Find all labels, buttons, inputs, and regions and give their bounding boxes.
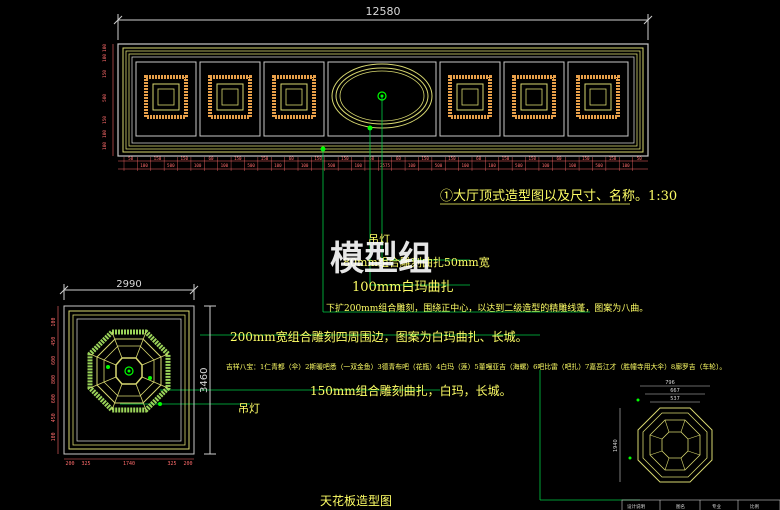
top-ceiling-plan: 12580 bbox=[102, 5, 653, 171]
note-100mm: 100mm白玛曲扎 bbox=[352, 279, 453, 295]
dim-label: 500 bbox=[435, 163, 443, 168]
title-block: 设计说明 图名 专业 比例 bbox=[621, 499, 780, 510]
dim-label: 200 bbox=[183, 461, 192, 467]
octagon-detail: 796 667 537 1940 bbox=[613, 380, 713, 483]
dim-label: 100 bbox=[354, 163, 362, 168]
dim-label: 450 bbox=[51, 413, 57, 422]
dim-label: 100 bbox=[569, 163, 577, 168]
svg-text:796: 796 bbox=[665, 380, 675, 386]
watermark: 模型组 bbox=[330, 239, 432, 279]
svg-text:150: 150 bbox=[102, 116, 108, 124]
svg-text:667: 667 bbox=[670, 388, 680, 394]
dim-label: 150 bbox=[609, 156, 617, 161]
dim-label: 500 bbox=[595, 163, 603, 168]
dim-label: 150 bbox=[341, 156, 349, 161]
dim-label: 325 bbox=[167, 461, 176, 467]
dim-label: 100 bbox=[221, 163, 229, 168]
top-plan-title: ①大厅顶式造型图以及尺寸、名称。1:30 bbox=[440, 188, 677, 204]
dim-label: 600 bbox=[51, 356, 57, 365]
svg-text:图名: 图名 bbox=[676, 503, 685, 510]
dim-label: 60 bbox=[476, 156, 482, 161]
dim-label: 150 bbox=[261, 156, 269, 161]
dim-label: 100 bbox=[408, 163, 416, 168]
dim-label: 150 bbox=[582, 156, 590, 161]
dim-label: 2575 bbox=[380, 163, 391, 168]
dim-label: 60 bbox=[369, 156, 375, 161]
svg-text:专业: 专业 bbox=[712, 503, 721, 510]
note-200mm: 200mm宽组合雕刻四周围边，图案为白玛曲扎、长城。 bbox=[230, 329, 528, 344]
dim-label: 150 bbox=[421, 156, 429, 161]
note-eight-treasures: 吉祥八宝：1仁青都（伞）2斯暖吧悉（一双金鱼）3德青布吧（花瓶）4白玛（莲）5董… bbox=[226, 362, 726, 371]
coffer-panel-right-3 bbox=[567, 61, 629, 137]
svg-text:设计说明: 设计说明 bbox=[627, 503, 645, 510]
svg-text:150: 150 bbox=[102, 70, 108, 78]
coffer-panel-right-1 bbox=[439, 61, 501, 137]
dim-label: 100 bbox=[622, 163, 630, 168]
dim-label: 500 bbox=[515, 163, 523, 168]
dim-label: 100 bbox=[51, 318, 57, 327]
dim-label: 150 bbox=[502, 156, 510, 161]
dim-label: 100 bbox=[194, 163, 202, 168]
overall-width-dim: 12580 bbox=[366, 5, 401, 18]
svg-text:1940: 1940 bbox=[613, 439, 619, 452]
dim-label: 60 bbox=[396, 156, 402, 161]
dim-label: 500 bbox=[247, 163, 255, 168]
bottom-dim-row: 50 100 150 500 150 100 60 100 150 500 150 100 60 100 1… bbox=[123, 156, 643, 171]
svg-text:100: 100 bbox=[102, 142, 108, 150]
note-pendant-lamp: 吊灯 bbox=[368, 233, 390, 246]
dim-label: 100 bbox=[51, 432, 57, 441]
coffer-panel-left-2 bbox=[199, 61, 261, 137]
svg-text:100: 100 bbox=[102, 130, 108, 138]
ceiling-plan-title: 天花板造型图 bbox=[320, 493, 392, 508]
dim-label: 450 bbox=[51, 337, 57, 346]
chandelier-marker-icon bbox=[127, 369, 131, 373]
leader-lines bbox=[120, 96, 640, 501]
dim-label: 100 bbox=[488, 163, 496, 168]
svg-text:537: 537 bbox=[670, 396, 680, 402]
dim-label: 500 bbox=[167, 163, 175, 168]
dim-label: 600 bbox=[51, 394, 57, 403]
dim-label: 150 bbox=[448, 156, 456, 161]
dim-label: 150 bbox=[234, 156, 242, 161]
dim-label: 500 bbox=[328, 163, 336, 168]
dim-label: 100 bbox=[542, 163, 550, 168]
svg-text:500: 500 bbox=[102, 94, 108, 102]
dim-label: 60 bbox=[556, 156, 562, 161]
dim-label: 150 bbox=[154, 156, 162, 161]
dim-label: 150 bbox=[180, 156, 188, 161]
note-150mm: 150mm组合雕刻曲扎，白玛，长城。 bbox=[310, 383, 512, 398]
plan-width-dim: 2990 bbox=[116, 279, 141, 290]
coffer-panel-right-2 bbox=[503, 61, 565, 137]
dim-label: 100 bbox=[140, 163, 148, 168]
dim-label: 200 bbox=[65, 461, 74, 467]
dim-label: 100 bbox=[301, 163, 309, 168]
dim-label: 1740 bbox=[123, 461, 135, 467]
left-dim-labels: 100 100 150 500 150 100 100 bbox=[102, 44, 108, 150]
dim-label: 100 bbox=[462, 163, 470, 168]
dim-label: 150 bbox=[528, 156, 536, 161]
plan-bottom-dims: 200 325 1740 325 200 bbox=[65, 461, 192, 467]
plan-left-dims: 100 450 600 800 600 450 100 bbox=[51, 318, 57, 442]
dim-label: 50 bbox=[128, 156, 134, 161]
dim-label: 150 bbox=[314, 156, 322, 161]
dim-label: 60 bbox=[289, 156, 295, 161]
coffer-panel-left-1 bbox=[135, 61, 197, 137]
note-200mm-top: 下扩200mm组合雕刻，围绕正中心，以达到二级造型的精雕线蓬，图案为八曲。 bbox=[326, 302, 648, 314]
svg-text:100: 100 bbox=[102, 54, 108, 62]
note-80mm: 80mm组合雕刻曲扎50mm宽 bbox=[343, 255, 490, 269]
note-pendant-lamp-2: 吊灯 bbox=[238, 402, 260, 415]
dim-label: 325 bbox=[81, 461, 90, 467]
dim-label: 800 bbox=[51, 375, 57, 384]
dim-label: 100 bbox=[274, 163, 282, 168]
plan-height-dim: 3460 bbox=[199, 368, 210, 393]
dim-label: 50 bbox=[637, 156, 643, 161]
coffer-panel-left-3 bbox=[263, 61, 325, 137]
dim-label: 60 bbox=[208, 156, 214, 161]
svg-text:比例: 比例 bbox=[750, 503, 759, 510]
svg-text:100: 100 bbox=[102, 44, 108, 52]
